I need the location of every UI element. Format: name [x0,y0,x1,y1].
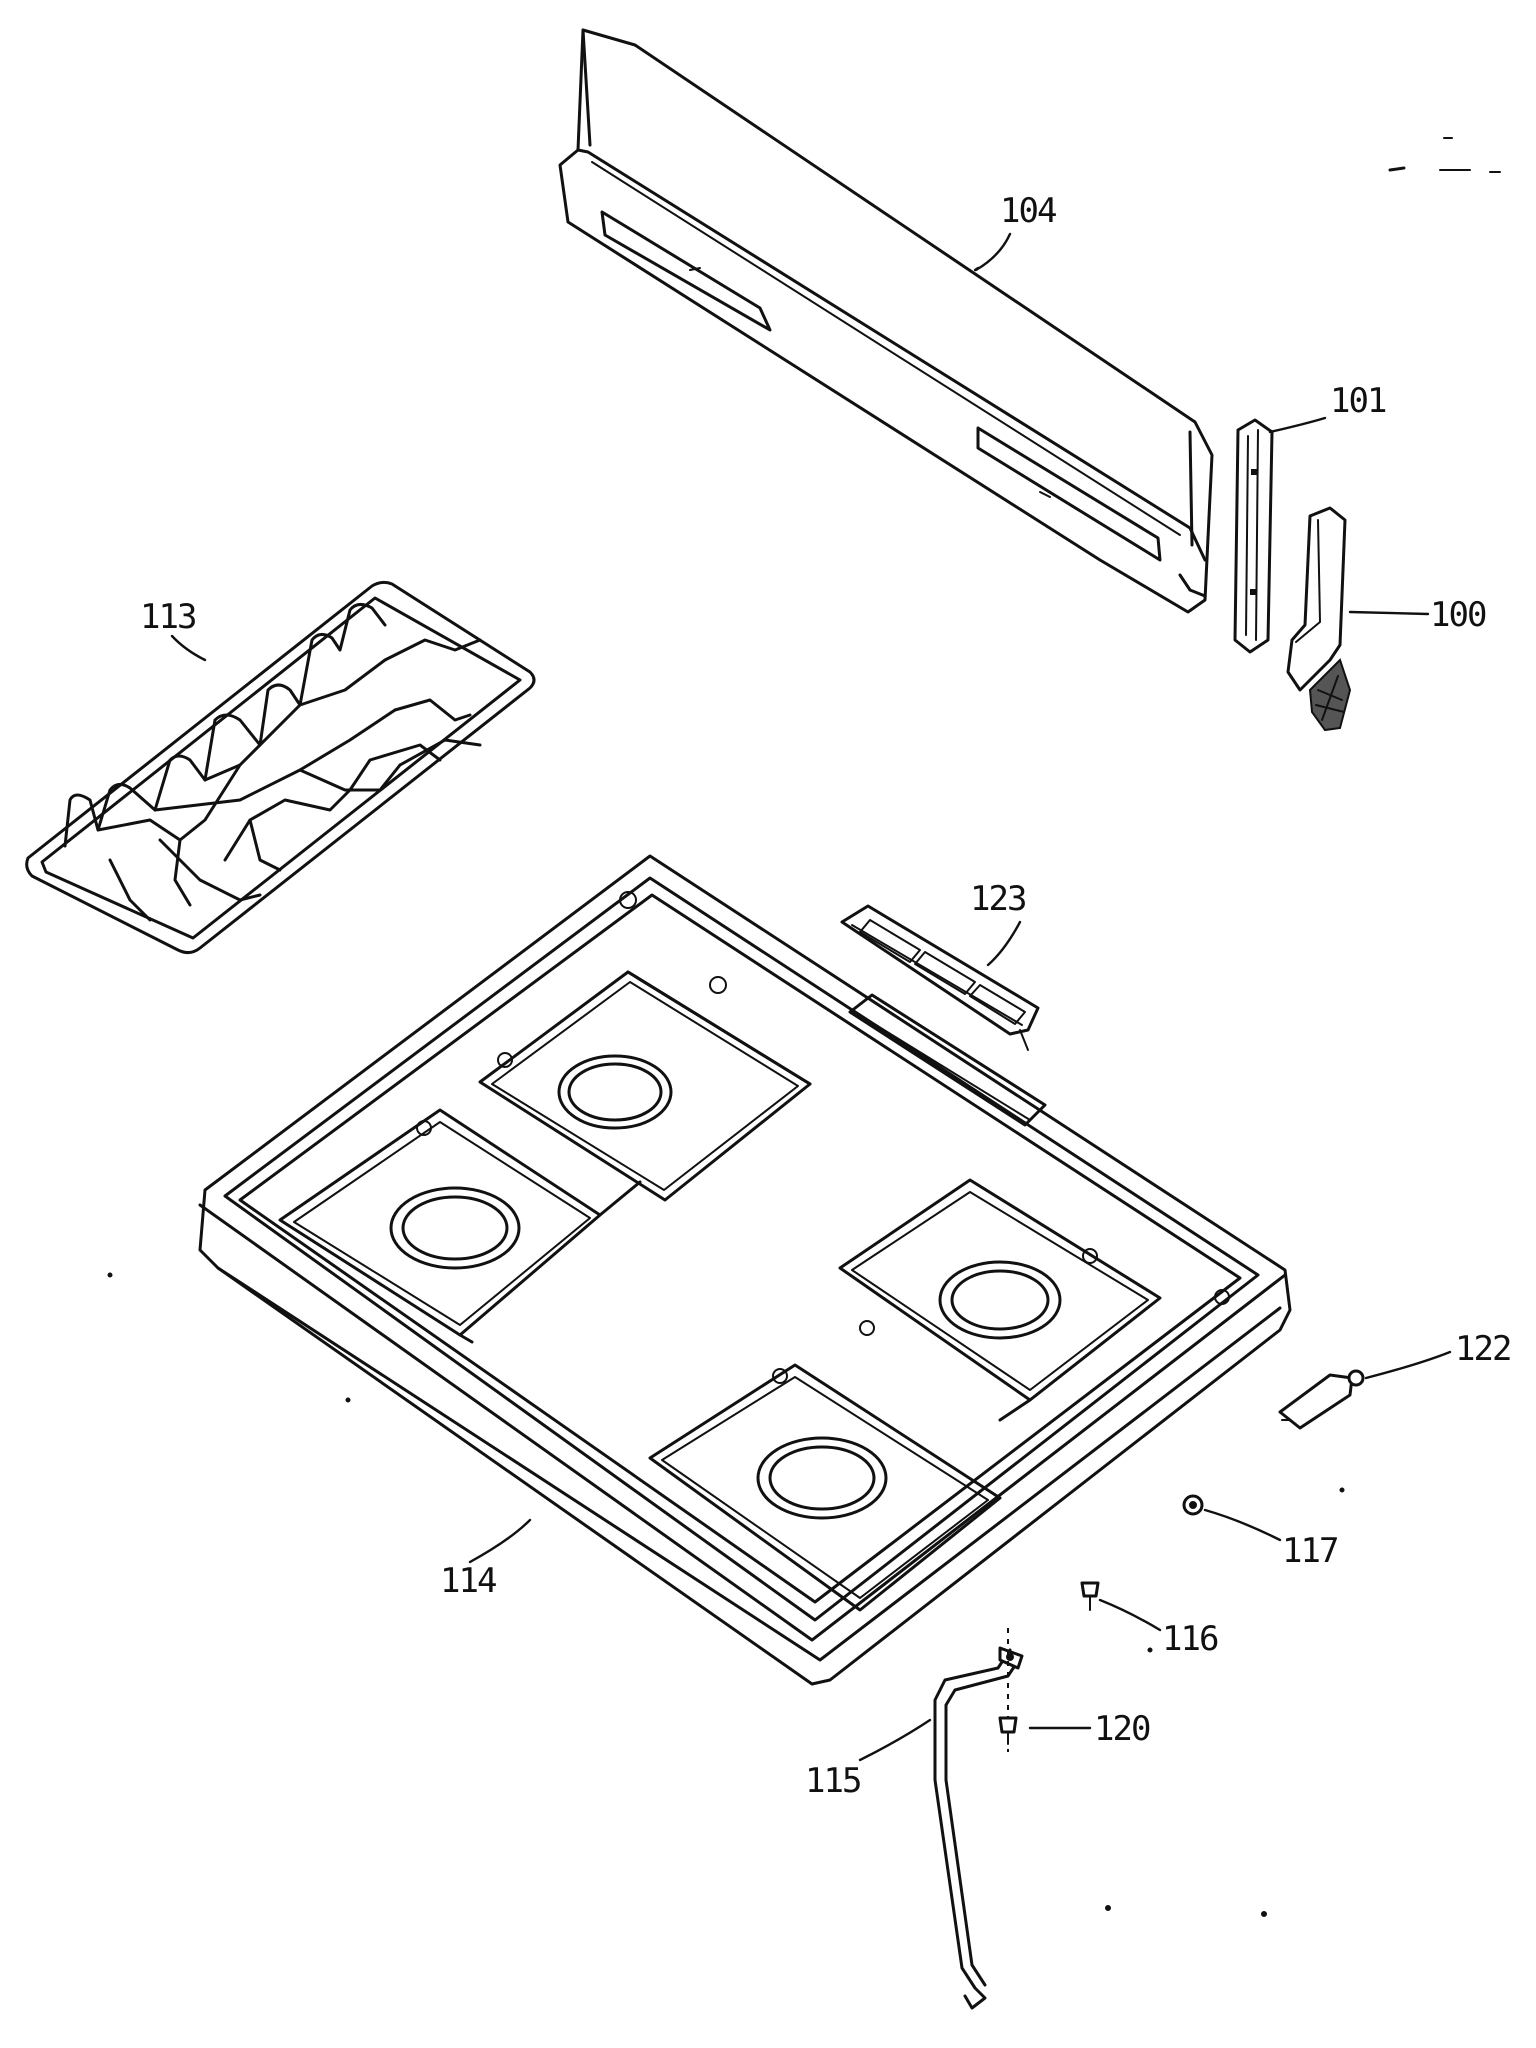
part-104-backsplash [558,28,1214,614]
part-113-grate [25,580,536,955]
callout-labels: 104 101 100 113 123 122 117 116 120 115 … [140,191,1512,1801]
callout-100: 100 [1430,595,1486,635]
callout-114: 114 [440,1561,496,1601]
callout-115: 115 [805,1761,860,1801]
callout-113: 113 [140,597,195,637]
part-117-nut [1182,1494,1204,1516]
callout-116: 116 [1162,1619,1218,1659]
part-116-screw [1080,1581,1100,1611]
leader-lines [170,232,1452,1762]
stray-dots [107,1272,1345,1917]
part-120-screw [998,1716,1018,1745]
callout-101: 101 [1330,381,1386,421]
callout-122: 122 [1455,1329,1510,1369]
callout-120: 120 [1094,1709,1150,1749]
stray-marks [1388,137,1501,173]
callout-117: 117 [1282,1531,1337,1571]
part-122-hinge-clip [1278,1369,1365,1430]
part-101-side-trim [1233,418,1274,654]
part-123-vent-trim [840,904,1040,1051]
callout-123: 123 [970,879,1025,919]
part-115-support-rod [933,1628,1024,2010]
part-100-end-cap [1286,506,1352,732]
part-114-cooktop [198,854,1292,1686]
callout-104: 104 [1000,191,1056,231]
